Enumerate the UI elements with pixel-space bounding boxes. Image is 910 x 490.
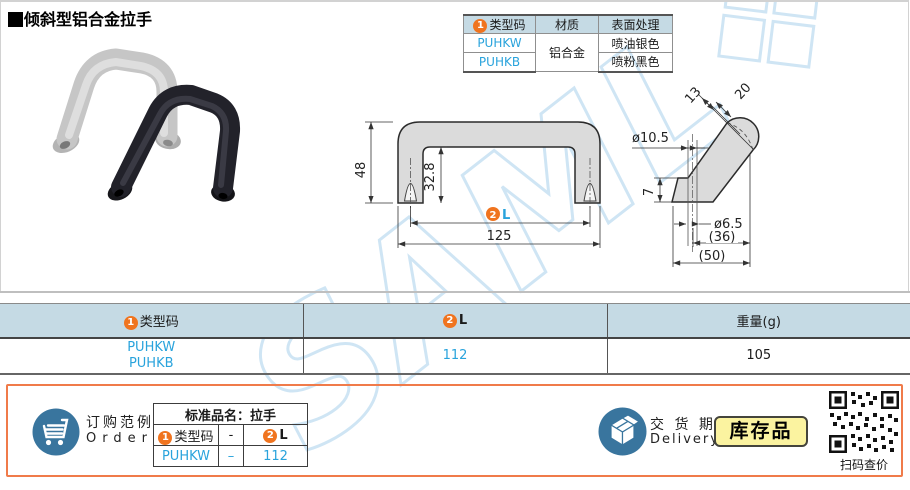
dim-50: (50) bbox=[699, 249, 726, 264]
order-value-code: PUHKW bbox=[153, 445, 219, 467]
dim-48: 48 bbox=[354, 162, 369, 179]
spec-header-finish: 表面处理 bbox=[598, 14, 673, 34]
dim-32-8: 32.8 bbox=[423, 163, 438, 192]
size-table-row: PUHKW PUHKB 112 105 bbox=[0, 337, 910, 375]
order-value-dash: – bbox=[218, 445, 244, 467]
cart-icon bbox=[32, 408, 80, 456]
section-divider bbox=[0, 291, 910, 293]
title-bullet-square bbox=[8, 12, 23, 27]
svg-text:2: 2 bbox=[490, 210, 497, 221]
spec-code-puhkb[interactable]: PUHKB bbox=[463, 52, 536, 73]
size-cell-l: 112 bbox=[302, 337, 607, 375]
order-label-cn: 订购范例 bbox=[86, 415, 154, 431]
spec-code-puhkw[interactable]: PUHKW bbox=[463, 33, 536, 53]
qr-caption: 扫码查价 bbox=[839, 458, 888, 472]
stock-badge: 库存品 bbox=[714, 416, 808, 447]
spec-finish-black: 喷粉黑色 bbox=[598, 52, 673, 73]
left-hole-profile bbox=[403, 183, 418, 202]
spec-row-puhkw: PUHKW 铝合金 喷油银色 bbox=[463, 33, 673, 72]
order-label-en: Order bbox=[86, 431, 153, 446]
delivery-label-cn: 交 货 期 bbox=[650, 417, 716, 433]
badge-2-icon: 2 bbox=[263, 428, 278, 443]
order-value-l: 112 bbox=[243, 445, 308, 467]
badge-2-icon: 2 bbox=[442, 313, 457, 328]
delivery-label-en: Delivery bbox=[650, 432, 720, 447]
side-view-drawing: 13 20 ø10.5 7 ø6.5 (36) (50) bbox=[632, 80, 760, 267]
dim-20: 20 bbox=[732, 80, 754, 102]
spec-header-material: 材质 bbox=[535, 14, 599, 34]
dim-hole-large: ø10.5 bbox=[632, 131, 669, 146]
spec-finish-silver: 喷油银色 bbox=[598, 33, 673, 53]
badge-1-icon: 1 bbox=[158, 430, 173, 445]
handle-front-outline bbox=[397, 121, 601, 204]
dim-13: 13 bbox=[682, 84, 704, 106]
size-cell-codes[interactable]: PUHKW PUHKB bbox=[0, 337, 303, 375]
handle-side-outline bbox=[671, 117, 760, 203]
order-table-title: 标准品名：拉手 bbox=[153, 403, 308, 425]
badge-1-icon: 1 bbox=[473, 19, 488, 33]
product-photo-handles bbox=[52, 48, 241, 202]
qr-code[interactable] bbox=[828, 390, 900, 454]
order-col-dash: - bbox=[218, 424, 244, 446]
front-view-drawing: 48 32.8 2 L 125 bbox=[354, 121, 601, 248]
size-cell-weight: 105 bbox=[606, 337, 910, 375]
dim-hole-small: ø6.5 bbox=[714, 217, 743, 232]
dim-2L: 2 L bbox=[486, 207, 510, 223]
silver-handle-image bbox=[52, 48, 181, 154]
black-handle-image bbox=[107, 84, 241, 202]
dim-36: (36) bbox=[709, 230, 736, 245]
spec-material-cell: 铝合金 bbox=[535, 33, 599, 72]
right-hole-profile bbox=[583, 183, 597, 202]
page-title: 倾斜型铝合金拉手 bbox=[8, 6, 152, 30]
svg-text:L: L bbox=[502, 208, 510, 223]
dim-7: 7 bbox=[642, 188, 657, 196]
badge-1-icon: 1 bbox=[123, 315, 138, 330]
size-header-weight: 重量(g) bbox=[606, 303, 910, 339]
package-icon bbox=[598, 407, 647, 456]
order-info-box bbox=[6, 384, 903, 477]
spec-row-puhkb: PUHKB 喷粉黑色 bbox=[463, 52, 673, 73]
dim-125: 125 bbox=[487, 229, 512, 244]
